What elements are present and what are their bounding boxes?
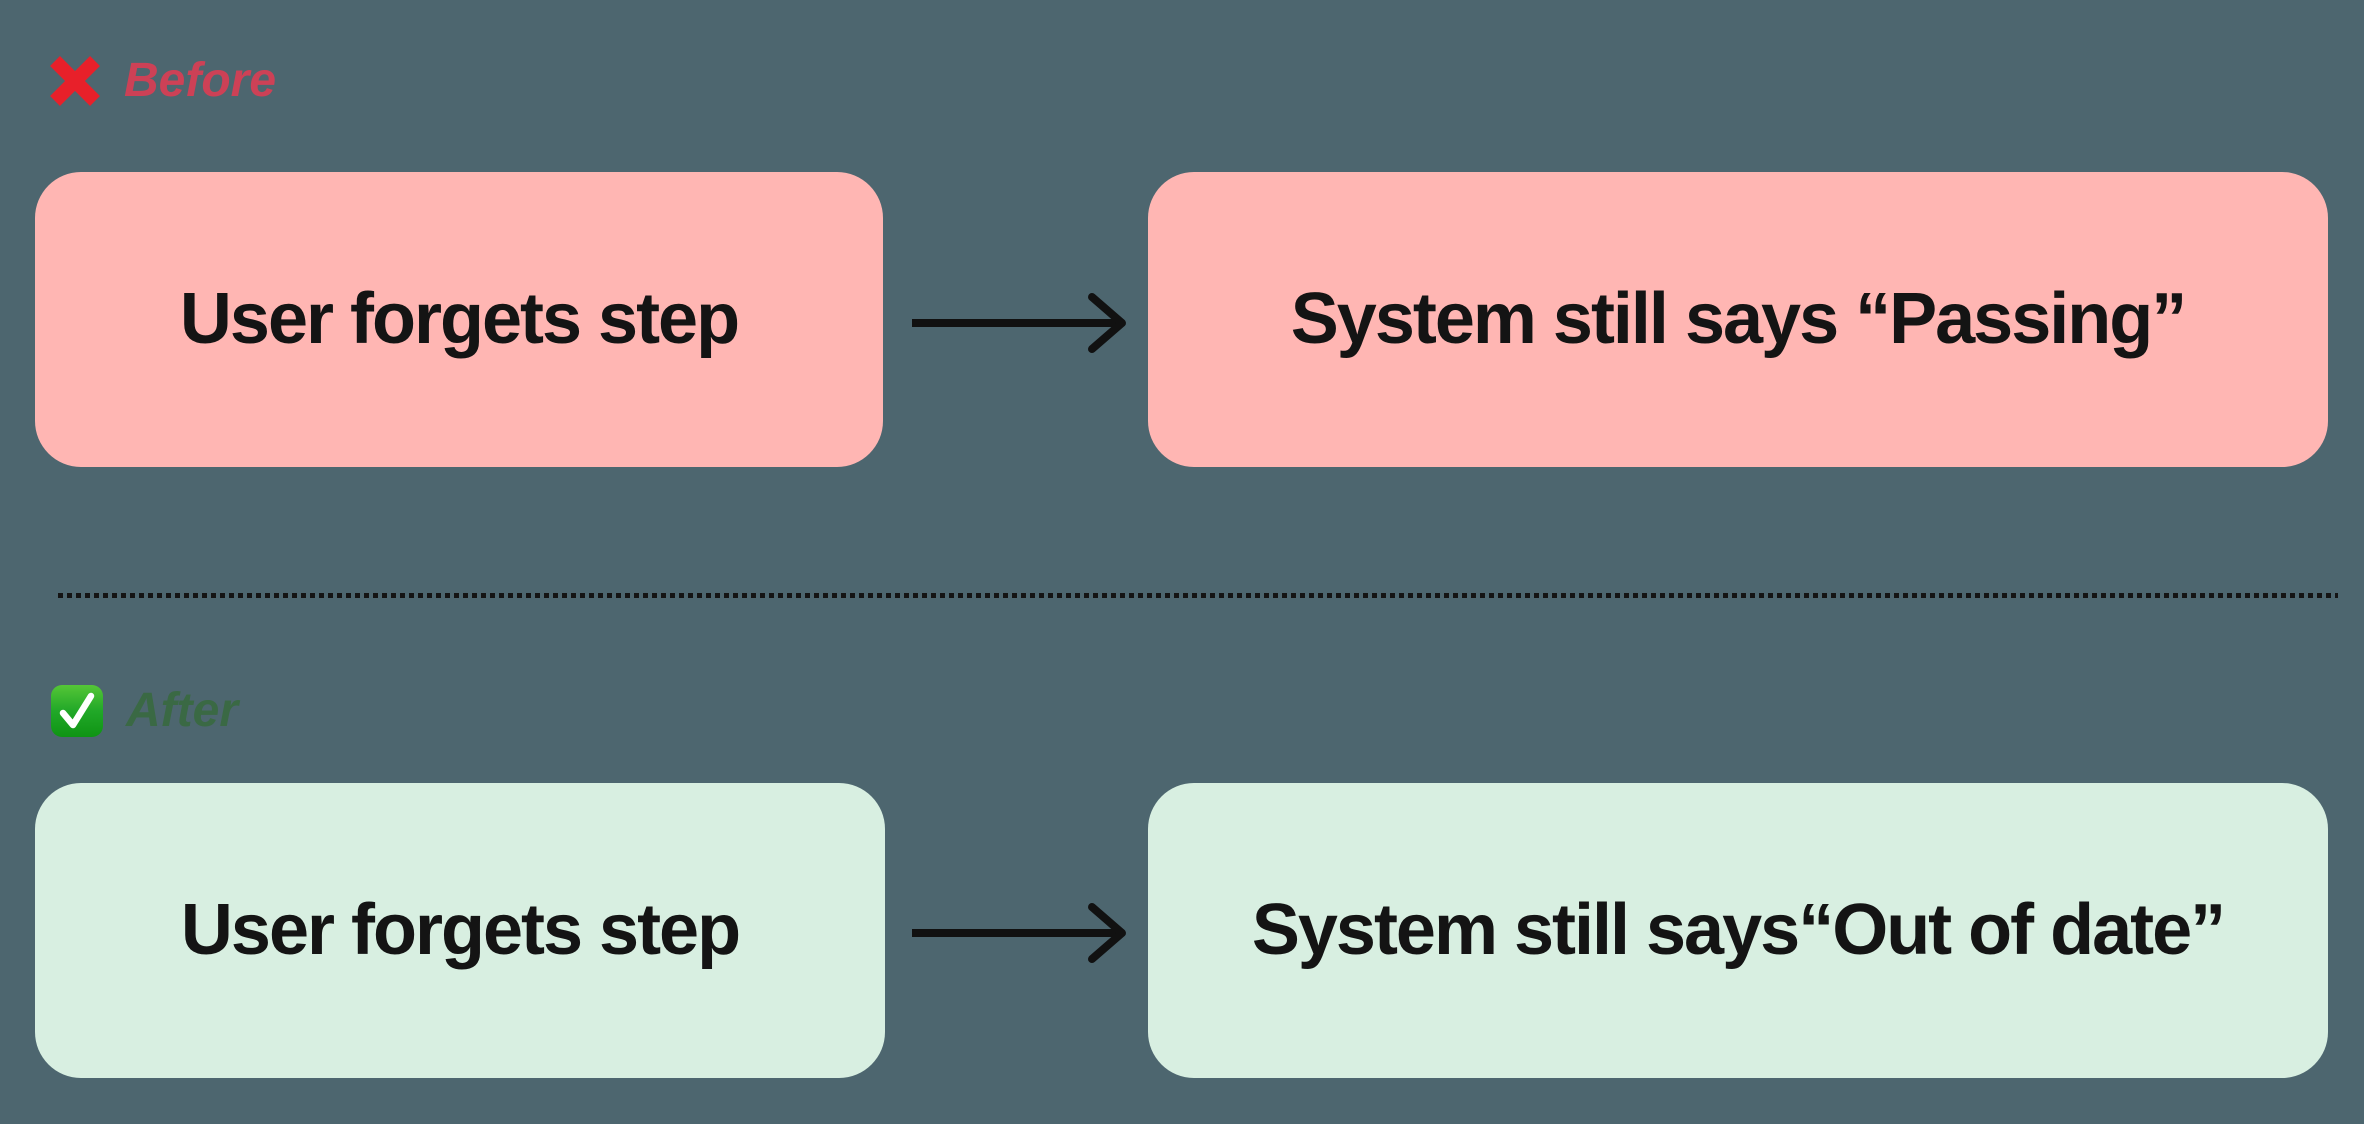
before-label-text: Before: [124, 54, 277, 107]
node-after-cause: User forgets step: [35, 783, 885, 1078]
after-section-label: After: [50, 682, 238, 740]
arrow-right-icon: [912, 293, 1126, 353]
node-after-effect-text: System still says“Out of date”: [1251, 889, 2226, 970]
node-before-effect: System still says “Passing”: [1148, 172, 2328, 467]
node-before-effect-text: System still says “Passing”: [1290, 278, 2187, 359]
before-section-label: Before: [48, 52, 276, 110]
after-label-text: After: [126, 684, 239, 737]
arrow-right-icon: [912, 903, 1126, 963]
check-mark-icon: [50, 684, 104, 738]
section-divider: [58, 593, 2338, 598]
node-after-cause-text: User forgets step: [180, 889, 741, 970]
node-before-cause: User forgets step: [35, 172, 883, 467]
node-after-effect: System still says“Out of date”: [1148, 783, 2328, 1078]
node-before-cause-text: User forgets step: [179, 278, 740, 359]
cross-mark-icon: [48, 54, 102, 108]
